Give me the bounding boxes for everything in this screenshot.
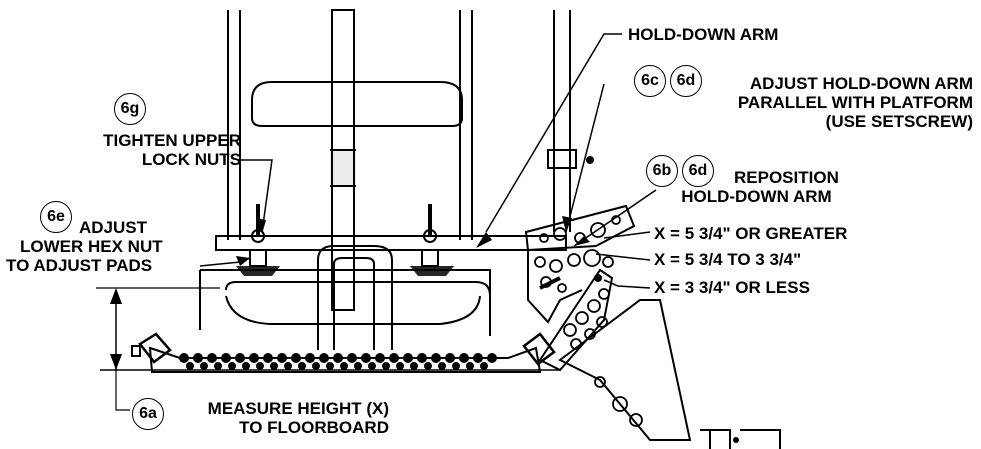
step-6d-badge: 6d [670,65,702,97]
x-greater-label: X = 5 3/4" OR GREATER [654,224,848,243]
adjust-arm-line-2: PARALLEL WITH PLATFORM [737,93,973,112]
step-6b-badge: 6b [646,155,678,187]
reposition-line-2: HOLD-DOWN ARM [681,187,832,206]
step-6a-badge: 6a [132,398,164,430]
step-6c-badge: 6c [634,65,666,97]
measure-callout: MEASURE HEIGHT (X) TO FLOORBOARD [208,399,389,437]
step-6g-badge: 6g [114,93,146,125]
vertical-post [547,10,594,232]
tighten-line-1: TIGHTEN UPPER [103,131,241,150]
floor-platform [100,332,560,373]
adjust-arm-line-3: (USE SETSCREW) [825,112,973,131]
tighten-line-2: LOCK NUTS [141,150,241,169]
seat-frame [227,9,473,311]
adjust-pads-callout: ADJUST LOWER HEX NUT TO ADJUST PADS [6,218,163,275]
bracket-assembly [524,204,781,449]
hold-down-arm-label: HOLD-DOWN ARM [628,25,779,44]
hold-down-arm-bar [215,204,567,276]
seat-base [199,245,491,350]
reposition-callout: REPOSITION HOLD-DOWN ARM [681,168,839,206]
leader-lines [199,33,657,289]
x-between-label: X = 5 3/4 TO 3 3/4" [654,250,802,269]
step-6e-badge: 6e [40,201,72,233]
tighten-callout: TIGHTEN UPPER LOCK NUTS [103,131,241,169]
adjust-pads-line-3: TO ADJUST PADS [6,256,153,275]
dimension-x [96,287,220,411]
adjust-arm-callout: ADJUST HOLD-DOWN ARM PARALLEL WITH PLATF… [738,74,973,131]
reposition-line-1: REPOSITION [734,168,839,187]
measure-line-1: MEASURE HEIGHT (X) [207,399,389,418]
x-less-label: X = 3 3/4" OR LESS [654,278,810,297]
step-6d-badge-reposition: 6d [682,155,714,187]
adjust-pads-line-1: ADJUST [79,218,148,237]
measure-line-2: TO FLOORBOARD [239,418,389,437]
adjust-pads-line-2: LOWER HEX NUT [20,237,163,256]
adjust-arm-line-1: ADJUST HOLD-DOWN ARM [749,74,973,93]
